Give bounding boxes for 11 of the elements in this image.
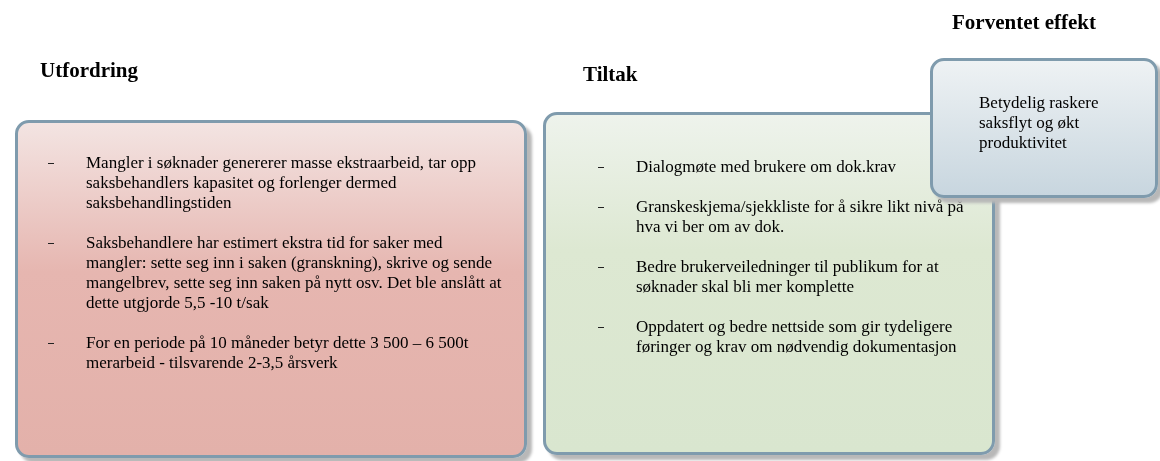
bullet-text: Dialogmøte med brukere om dok.krav bbox=[636, 157, 898, 177]
column-heading: Forventet effekt bbox=[952, 10, 1096, 35]
bullet-text: Oppdatert og bedre nettside som gir tydeligere føringer og krav om nødvendig dokumentasjon bbox=[636, 317, 958, 357]
column-heading: Tiltak bbox=[583, 62, 638, 87]
bullet-text: Mangler i søknader genererer masse ekstraarbeid, tar opp saksbehandlers kapasitet og forlenger dermed saksbehandlingstiden bbox=[86, 153, 477, 213]
bullet-text: Bedre brukerveiledninger til publikum for at søknader skal bli mer komplette bbox=[636, 257, 940, 297]
bullet-text: Granskeskjema/sjekkliste for å sikre likt nivå på hva vi ber om av dok. bbox=[636, 197, 965, 237]
bullet-text: Betydelig raskere saksflyt og økt produktivitet bbox=[979, 93, 1100, 153]
bullet-text: For en periode på 10 måneder betyr dette 3 500 – 6 500t merarbeid - tilsvarende 2-3,5 årsverk bbox=[86, 333, 470, 373]
column-heading: Utfordring bbox=[40, 58, 138, 83]
bullet-text: Saksbehandlere har estimert ekstra tid for saker med mangler: sette seg inn i saken (granskning), skrive og sende mangelbrev, sette seg inn saken på nytt osv. Det ble anslått at dette utgjorde 5,5 -10 t/sak bbox=[86, 233, 503, 313]
